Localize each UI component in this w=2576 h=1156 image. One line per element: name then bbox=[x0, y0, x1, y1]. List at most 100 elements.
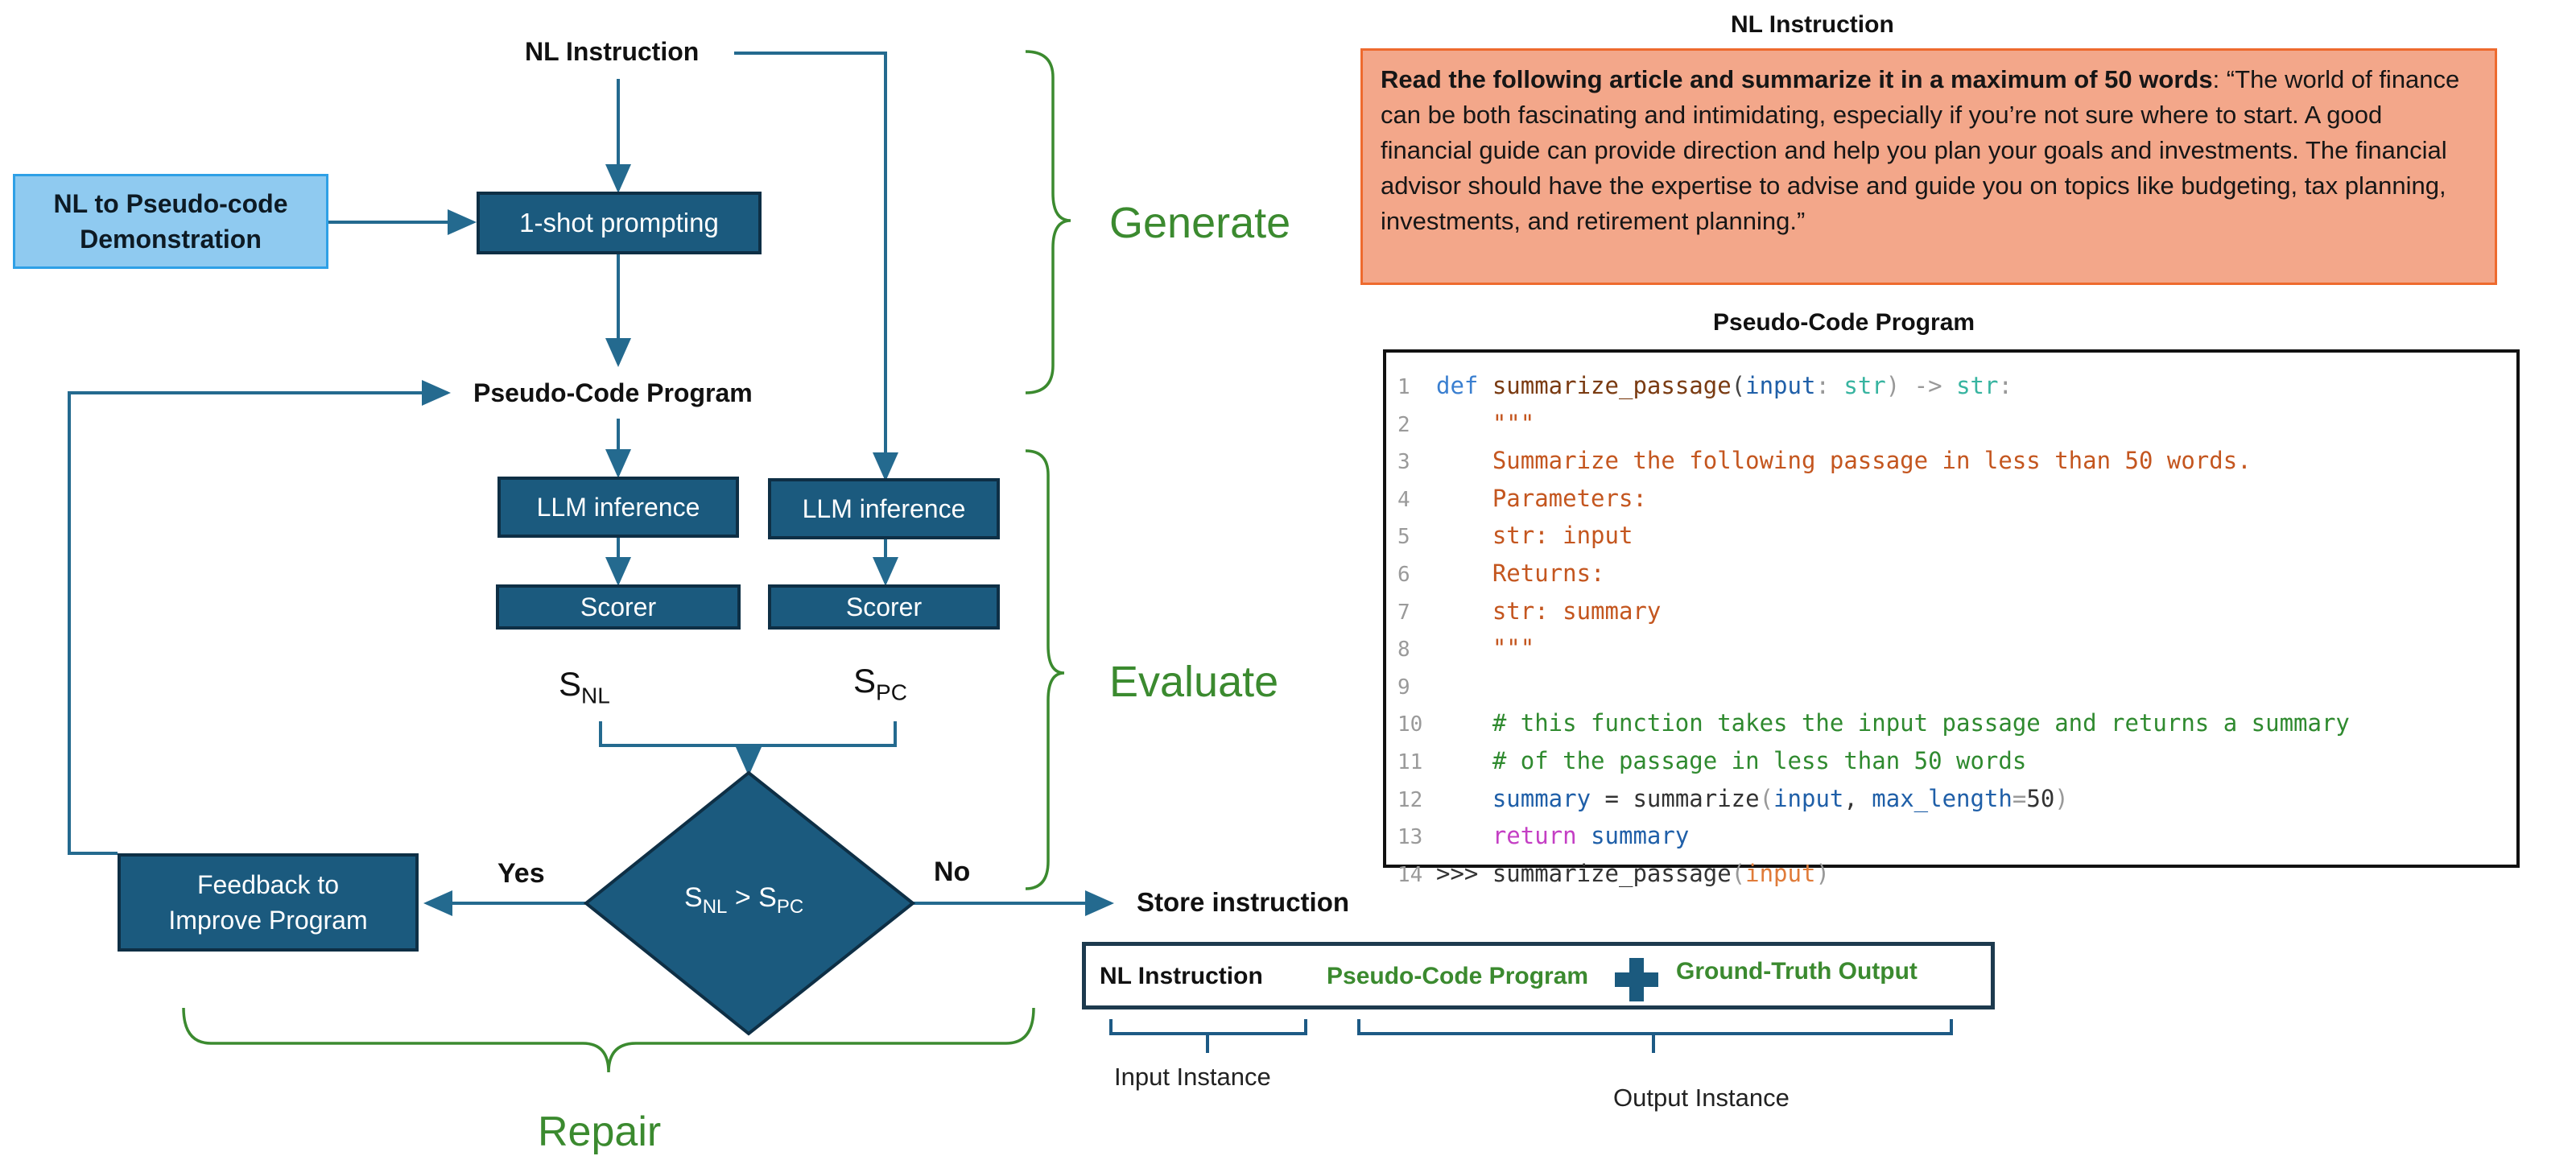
line-number: 8 bbox=[1397, 638, 1410, 663]
code-token: str: summary bbox=[1436, 597, 1662, 625]
line-number: 9 bbox=[1397, 675, 1410, 700]
code-token: Parameters: bbox=[1436, 484, 1647, 512]
code-token: 50 bbox=[2026, 784, 2055, 812]
plus-icon bbox=[1615, 958, 1658, 1001]
output-instance-label: Output Instance bbox=[1613, 1084, 1790, 1112]
code-token: # of the passage in less than 50 words bbox=[1436, 746, 2027, 774]
line-number: 4 bbox=[1397, 487, 1410, 512]
line-number: 11 bbox=[1397, 749, 1423, 774]
score-pc-subscript: PC bbox=[876, 679, 907, 705]
nl-instruction-label: NL Instruction bbox=[525, 37, 700, 66]
decision-operator: > bbox=[727, 882, 759, 913]
line-number: 1 bbox=[1397, 375, 1410, 399]
code-line: 12 summary = summarize(input, max_length… bbox=[1397, 780, 2516, 818]
arrow-nl-to-right-llm bbox=[734, 52, 898, 481]
code-line: 3 Summarize the following passage in les… bbox=[1397, 442, 2516, 480]
triplet-nl-instruction: NL Instruction bbox=[1100, 963, 1263, 989]
code-token: summary bbox=[1591, 822, 1690, 850]
code-token: input bbox=[1745, 859, 1816, 887]
nl-to-pseudocode-demo-box: NL to Pseudo-code Demonstration bbox=[13, 174, 328, 269]
arrow-feedback-to-program bbox=[68, 380, 451, 855]
brace-generate bbox=[1025, 50, 1071, 394]
decision-left-base: S bbox=[684, 882, 703, 913]
stored-instance-box bbox=[1082, 942, 1995, 1009]
connector-scores-merge bbox=[599, 721, 897, 747]
code-line: 11 # of the passage in less than 50 word… bbox=[1397, 742, 2516, 780]
decision-left-sub: NL bbox=[702, 895, 728, 918]
nl-instruction-bold-text: Read the following article and summarize… bbox=[1381, 65, 2213, 93]
code-token: input bbox=[1773, 784, 1844, 812]
llm-inference-left-box: LLM inference bbox=[497, 477, 739, 538]
line-number: 7 bbox=[1397, 600, 1410, 625]
demo-box-line-1: NL to Pseudo-code bbox=[53, 189, 288, 218]
score-pc-label: SPC bbox=[853, 662, 907, 705]
generate-label: Generate bbox=[1109, 199, 1291, 247]
line-number: 6 bbox=[1397, 562, 1410, 587]
feedback-line-2: Improve Program bbox=[168, 906, 368, 935]
code-token: , bbox=[1843, 784, 1872, 812]
yes-label: Yes bbox=[497, 858, 545, 889]
code-token: str: input bbox=[1436, 522, 1633, 550]
example-code-title: Pseudo-Code Program bbox=[1713, 309, 1975, 336]
prompting-box: 1-shot prompting bbox=[477, 192, 762, 254]
code-token: >>> bbox=[1436, 859, 1492, 887]
brace-output-instance bbox=[1357, 1019, 1953, 1053]
feedback-box: Feedback to Improve Program bbox=[118, 853, 419, 952]
code-token: str bbox=[1956, 372, 1999, 399]
code-line: 7 str: summary bbox=[1397, 592, 2516, 630]
decision-text: SNL > SPC bbox=[684, 882, 803, 919]
line-number: 12 bbox=[1397, 787, 1423, 812]
line-number: 2 bbox=[1397, 412, 1410, 437]
line-number: 3 bbox=[1397, 450, 1410, 475]
code-line: 14 >>> summarize_passage(input) bbox=[1397, 855, 2516, 893]
code-token: ( bbox=[1731, 859, 1746, 887]
code-token: summarize bbox=[1633, 784, 1760, 812]
brace-repair bbox=[182, 1007, 1035, 1073]
line-number: 13 bbox=[1397, 825, 1423, 850]
code-token: # this function takes the input passage … bbox=[1436, 709, 2350, 737]
code-line: 4 Parameters: bbox=[1397, 480, 2516, 518]
code-token: return bbox=[1436, 822, 1591, 850]
code-token: str bbox=[1843, 372, 1886, 399]
code-token: def bbox=[1436, 372, 1492, 399]
code-line: 9 bbox=[1397, 667, 2516, 705]
pseudo-code-program-label: Pseudo-Code Program bbox=[473, 378, 753, 407]
code-token: = bbox=[2012, 784, 2027, 812]
code-line: 2 """ bbox=[1397, 405, 2516, 443]
demo-box-line-2: Demonstration bbox=[80, 225, 262, 254]
line-number: 5 bbox=[1397, 525, 1410, 550]
code-token: max_length bbox=[1872, 784, 2013, 812]
triplet-pseudo-code-program: Pseudo-Code Program bbox=[1327, 963, 1589, 989]
example-nl-instruction-box: Read the following article and summarize… bbox=[1360, 48, 2497, 285]
code-token: ( bbox=[1759, 784, 1774, 812]
score-pc-base: S bbox=[853, 662, 877, 700]
repair-label: Repair bbox=[538, 1109, 662, 1155]
code-line: 8 """ bbox=[1397, 630, 2516, 667]
code-token: """ bbox=[1436, 634, 1535, 663]
score-nl-base: S bbox=[559, 665, 582, 703]
code-line: 5 str: input bbox=[1397, 517, 2516, 555]
llm-inference-right-box: LLM inference bbox=[768, 478, 1000, 539]
code-token: Summarize the following passage in less … bbox=[1436, 447, 2252, 475]
code-token: : bbox=[1998, 372, 2013, 399]
code-token: summarize_passage bbox=[1492, 372, 1732, 399]
code-token: ) bbox=[1815, 859, 1830, 887]
code-line: 13 return summary bbox=[1397, 817, 2516, 855]
code-token: ) -> bbox=[1885, 372, 1957, 399]
store-instruction-label: Store instruction bbox=[1137, 887, 1350, 917]
code-token: input bbox=[1745, 372, 1816, 399]
code-token: ) bbox=[2054, 784, 2069, 812]
nl-instruction-text: : “The world of finance can be both fasc… bbox=[1381, 65, 2460, 235]
code-line: 6 Returns: bbox=[1397, 555, 2516, 592]
code-token: : bbox=[1815, 372, 1844, 399]
line-number: 14 bbox=[1397, 862, 1423, 887]
score-nl-label: SNL bbox=[559, 665, 610, 708]
evaluate-label: Evaluate bbox=[1109, 658, 1279, 706]
code-token: summarize_passage bbox=[1492, 859, 1732, 887]
line-number: 10 bbox=[1397, 712, 1423, 737]
no-label: No bbox=[934, 857, 971, 887]
scorer-left-box: Scorer bbox=[496, 584, 741, 630]
